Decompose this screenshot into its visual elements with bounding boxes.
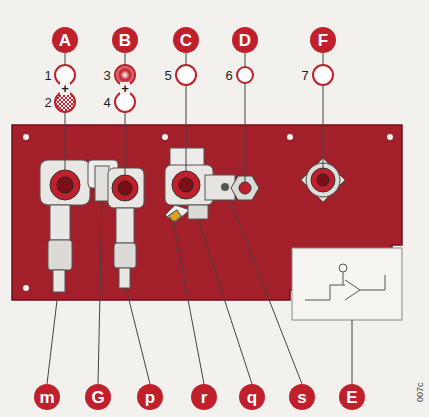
illustration-part <box>172 171 200 199</box>
callout-letter: A <box>52 27 78 53</box>
illustration-part <box>176 65 196 85</box>
illustration-part <box>65 112 66 170</box>
illustration-part <box>186 85 187 171</box>
illustration-part <box>65 53 66 65</box>
callout-text: r <box>201 389 208 406</box>
callout-letter: G <box>85 384 111 410</box>
callout-letter: r <box>191 384 217 410</box>
callout-number: 3 <box>103 69 110 82</box>
illustration-part <box>387 134 393 140</box>
illustration-part <box>323 53 324 65</box>
illustration-part <box>169 210 182 222</box>
illustration-part <box>126 288 150 384</box>
callout-text: A <box>59 32 71 49</box>
illustration-part <box>114 243 136 268</box>
callout-text: p <box>145 389 155 406</box>
callout-text: E <box>346 389 357 406</box>
illustration-part <box>287 134 293 140</box>
callout-letter: q <box>239 384 265 410</box>
callout-letter: m <box>34 384 60 410</box>
illustration-part <box>50 170 80 200</box>
illustration-part <box>53 270 65 292</box>
illustration-part <box>98 201 102 384</box>
illustration-part <box>125 53 126 65</box>
illustration-part <box>313 65 333 85</box>
illustration-part <box>292 248 402 320</box>
callout-letter: F <box>310 27 336 53</box>
callout-text: D <box>239 32 251 49</box>
plus-sign: + <box>120 82 130 95</box>
illustration-part <box>173 220 204 384</box>
illustration-part <box>221 183 229 191</box>
illustration-part <box>245 83 246 182</box>
callout-letter: C <box>173 27 199 53</box>
callout-text: s <box>297 389 306 406</box>
illustration-part <box>47 292 58 384</box>
callout-text: F <box>318 32 328 49</box>
callout-text: C <box>180 32 192 49</box>
illustration-part <box>311 168 335 192</box>
illustration-part <box>23 134 29 140</box>
callout-letter: s <box>289 384 315 410</box>
illustration-part <box>179 178 193 192</box>
illustration-part <box>23 285 29 291</box>
illustration-part <box>245 53 246 67</box>
callout-letter: B <box>112 27 138 53</box>
illustration-part <box>55 92 75 112</box>
illustration-part <box>198 219 252 384</box>
callout-text: B <box>119 32 131 49</box>
illustration-part <box>165 205 190 222</box>
callout-number: 5 <box>164 69 171 82</box>
callout-text: m <box>39 389 54 406</box>
illustration-part <box>162 134 168 140</box>
illustration-part <box>12 125 402 300</box>
illustration-part <box>47 200 352 384</box>
illustration-part <box>323 85 324 168</box>
callout-letter: D <box>232 27 258 53</box>
illustration-part <box>186 53 187 65</box>
illustration-part <box>50 205 70 240</box>
illustration-part <box>205 175 235 200</box>
illustration-part <box>116 208 134 243</box>
illustration-part <box>48 240 72 270</box>
illustration-part <box>305 275 385 300</box>
illustration-part <box>95 166 109 201</box>
illustration-part <box>230 200 302 384</box>
callout-number: 1 <box>44 69 51 82</box>
illustration-part <box>339 264 347 272</box>
callout-number: 6 <box>225 69 232 82</box>
callout-number: 2 <box>44 96 51 109</box>
illustration-part <box>343 272 344 285</box>
illustration-part <box>118 181 132 195</box>
callout-text: q <box>247 389 257 406</box>
illustration-part <box>239 182 251 194</box>
illustration-part <box>119 268 130 288</box>
illustration-part <box>237 67 253 83</box>
plus-sign: + <box>60 82 70 95</box>
callout-text: G <box>91 389 104 406</box>
illustration-part <box>115 92 135 112</box>
illustration-part <box>188 205 208 219</box>
illustration-part <box>57 177 73 193</box>
illustration-part <box>306 163 340 197</box>
callout-letter: E <box>339 384 365 410</box>
callout-number: 4 <box>103 96 110 109</box>
callout-letter: p <box>137 384 163 410</box>
illustration-part <box>65 53 323 182</box>
illustration-part <box>317 174 329 186</box>
illustration-part <box>352 320 353 384</box>
illustration-part <box>125 112 126 175</box>
callout-number: 7 <box>301 69 308 82</box>
drawing-code: 007c <box>416 382 425 402</box>
illustration-part <box>112 175 138 201</box>
illustration-part <box>108 168 144 208</box>
